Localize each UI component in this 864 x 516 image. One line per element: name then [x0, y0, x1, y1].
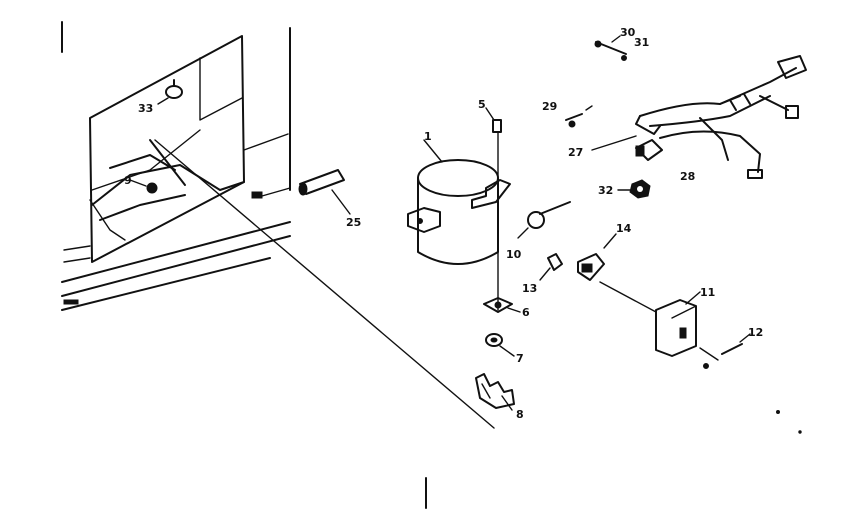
part-25-tube [298, 169, 351, 215]
part-29-screw [565, 105, 593, 128]
part-9-screw [129, 179, 158, 194]
part-1-compressor [407, 139, 511, 265]
part-13-clip [539, 253, 563, 281]
callout-31: 31 [634, 36, 649, 49]
callout-27: 27 [568, 146, 583, 159]
callout-8: 8 [516, 408, 524, 421]
part-14-relay [577, 233, 657, 313]
callout-12: 12 [748, 326, 763, 339]
callout-28: 28 [680, 170, 695, 183]
part-7-grommet [485, 333, 515, 357]
part-11-cover [655, 291, 701, 357]
callout-29: 29 [542, 100, 557, 113]
part-32-nut [617, 179, 651, 199]
callout-25: 25 [346, 216, 361, 229]
callout-30: 30 [620, 26, 636, 39]
part-10-bracket [517, 201, 571, 239]
part-5-bolt [485, 107, 502, 311]
leader-line-cabinet [154, 139, 495, 429]
callout-10: 10 [506, 248, 522, 261]
callout-11: 11 [700, 286, 715, 299]
speck [776, 410, 780, 414]
cabinet-body [61, 21, 291, 311]
callout-32: 32 [598, 184, 613, 197]
part-27-connector [591, 135, 663, 161]
callout-7: 7 [516, 352, 524, 365]
callout-14: 14 [616, 222, 632, 235]
part-28-wiring-harness [635, 55, 807, 179]
callout-1: 1 [424, 130, 432, 143]
part-6-grommet [483, 297, 521, 313]
part-33-knob [157, 79, 183, 105]
callout-13: 13 [522, 282, 537, 295]
callout-33: 33 [138, 102, 153, 115]
callout-labels: 33 9 25 5 1 29 30 31 27 28 32 10 14 13 6… [124, 26, 763, 421]
part-8-clip [475, 373, 515, 411]
callout-6: 6 [522, 306, 530, 319]
speck [798, 430, 802, 434]
callout-5: 5 [478, 98, 486, 111]
part-12-screw [699, 333, 751, 369]
callout-9: 9 [124, 174, 132, 187]
part-30-31-screws [594, 35, 627, 61]
